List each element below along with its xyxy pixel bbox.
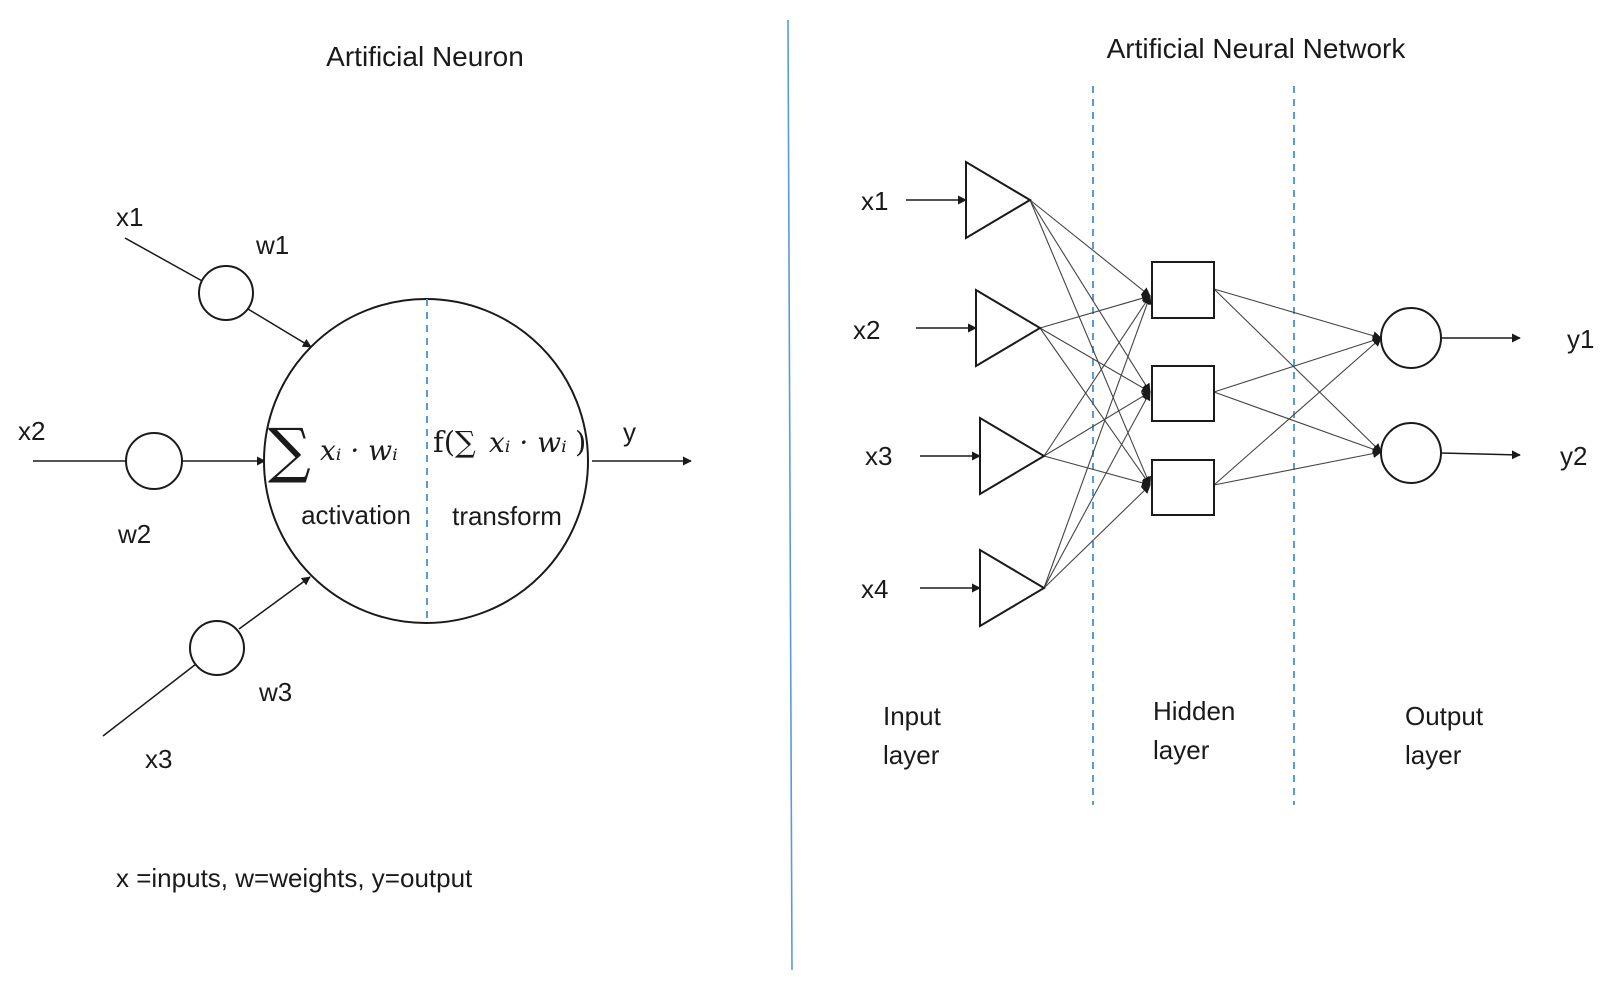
network-input-label: x1 bbox=[861, 186, 888, 216]
neuron-input-label: x2 bbox=[18, 416, 45, 446]
network-input-label: x4 bbox=[861, 574, 888, 604]
activation-caption: activation bbox=[301, 500, 411, 530]
neuron-output-label: y bbox=[623, 417, 636, 447]
output-neuron-circle bbox=[1380, 422, 1442, 484]
input-neuron-triangle bbox=[979, 416, 1046, 496]
artificial-neuron-panel: Artificial Neuron x1 x2 x3 w1 w2 w3 y ∑ … bbox=[18, 41, 692, 893]
panel-divider bbox=[787, 19, 793, 971]
transform-formula: xᵢ · wᵢ bbox=[489, 426, 567, 459]
hidden-output-connections bbox=[1213, 288, 1382, 486]
input-x1-line bbox=[124, 237, 205, 283]
neuron-weight-label: w2 bbox=[117, 519, 151, 549]
neuron-title: Artificial Neuron bbox=[326, 41, 524, 72]
network-title: Artificial Neural Network bbox=[1107, 33, 1407, 64]
output-layer-label: Output bbox=[1405, 701, 1484, 731]
neuron-weight-label: w1 bbox=[255, 230, 289, 260]
neuron-input-label: x3 bbox=[145, 744, 172, 774]
output-layer-label: layer bbox=[1405, 740, 1462, 770]
weight-w3-node bbox=[189, 620, 245, 676]
neural-network-panel: Artificial Neural Network bbox=[853, 33, 1594, 805]
input-layer-label: layer bbox=[883, 740, 940, 770]
network-input-label: x3 bbox=[865, 441, 892, 471]
output-neuron-circle bbox=[1380, 307, 1442, 369]
neuron-legend: x =inputs, w=weights, y=output bbox=[116, 863, 473, 893]
sum-symbol: ∑ bbox=[268, 416, 311, 486]
input-layer-label: Input bbox=[883, 701, 942, 731]
output-arrow bbox=[1440, 450, 1521, 460]
network-input-label: x2 bbox=[853, 315, 880, 345]
input-hidden-connections bbox=[1029, 199, 1152, 589]
network-output-label: y1 bbox=[1567, 324, 1594, 354]
hidden-layer-label: layer bbox=[1153, 735, 1210, 765]
input-neuron-triangle bbox=[979, 548, 1046, 628]
input-x3-line bbox=[102, 663, 197, 737]
input-neuron-triangle bbox=[965, 160, 1032, 240]
transform-caption: transform bbox=[452, 501, 562, 531]
weight-w3-arrow bbox=[238, 576, 311, 630]
weight-w1-node bbox=[198, 265, 254, 321]
transform-formula-suffix: ) bbox=[575, 425, 586, 459]
input-neuron-triangle bbox=[975, 288, 1042, 368]
hidden-neuron-square bbox=[1151, 459, 1215, 516]
network-output-label: y2 bbox=[1560, 441, 1587, 471]
transform-formula-prefix: f(∑ bbox=[433, 425, 476, 459]
hidden-layer-label: Hidden bbox=[1153, 696, 1235, 726]
weight-w2-node bbox=[125, 432, 183, 490]
hidden-neuron-square bbox=[1151, 261, 1215, 319]
hidden-neuron-square bbox=[1151, 365, 1215, 422]
weight-w1-arrow bbox=[247, 308, 312, 348]
neuron-input-label: x1 bbox=[116, 202, 143, 232]
activation-formula: xᵢ · wᵢ bbox=[320, 434, 398, 467]
neuron-weight-label: w3 bbox=[258, 677, 292, 707]
